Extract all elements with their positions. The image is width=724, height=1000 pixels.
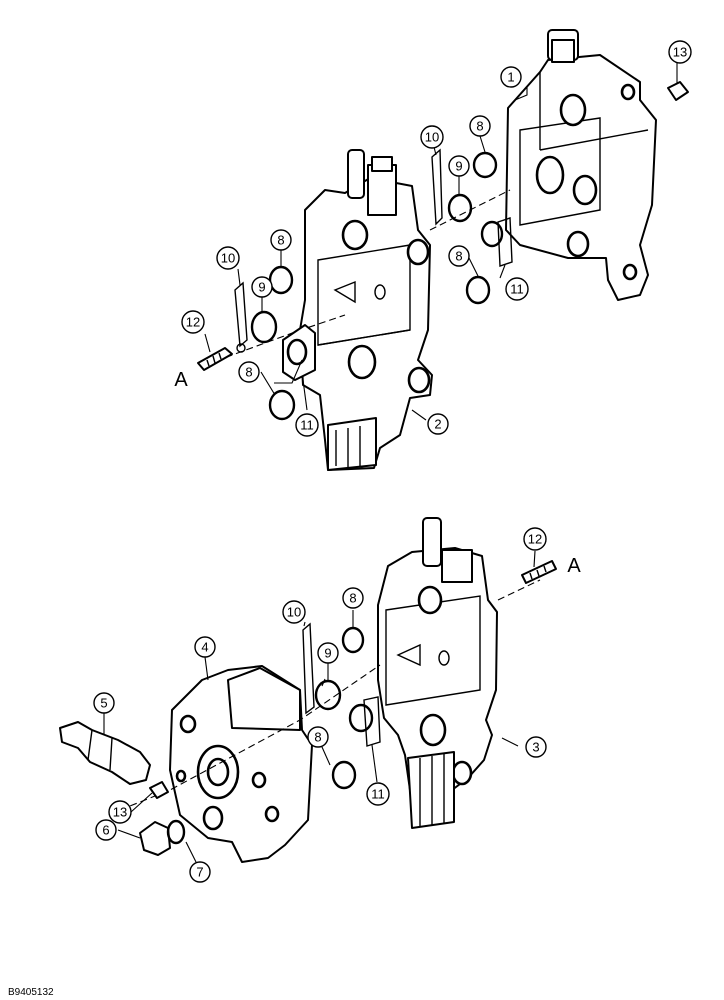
figure-id: B9405132 [8,987,54,998]
reference-letter-a-bottom: A [567,555,581,577]
callout-11-a: 11 [505,277,529,301]
bottom-seals [59,560,557,856]
callout-label: 11 [371,787,385,802]
callout-8-b: 8 [270,229,292,251]
callout-label: 10 [287,605,301,620]
callout-label: 13 [113,805,127,820]
callout-1: 1 [500,66,522,88]
callout-label: 7 [196,865,203,880]
valve-section-part-3 [377,517,498,829]
callout-11-c: 11 [366,782,390,806]
callout-9-b: 9 [251,276,273,298]
callout-label: 8 [314,730,321,745]
callout-label: 4 [201,640,208,655]
callout-10-a: 10 [420,125,444,149]
callout-label: 10 [221,251,235,266]
callout-label: 6 [102,823,109,838]
callout-label: 8 [455,249,462,264]
callout-6: 6 [95,819,117,841]
callout-label: 13 [673,45,687,60]
callout-13-b: 13 [108,800,132,824]
callout-7: 7 [189,861,211,883]
callout-2: 2 [427,413,449,435]
end-cover-part-4 [169,665,313,863]
callout-label: 8 [349,591,356,606]
callout-label: 9 [324,646,331,661]
callout-label: 8 [277,233,284,248]
callout-label: 11 [300,418,314,433]
callout-13-a: 13 [668,40,692,64]
callout-8-a: 8 [469,115,491,137]
callout-3: 3 [525,736,547,758]
callout-12-a: 12 [181,310,205,334]
callout-label: 12 [528,532,542,547]
callout-label: 8 [476,119,483,134]
callout-12-b: 12 [523,527,547,551]
top-seals [197,81,689,421]
valve-section-part-2 [299,149,433,471]
callout-label: 9 [258,280,265,295]
callout-label: 8 [245,365,252,380]
callout-label: 10 [425,130,439,145]
callout-8-e: 8 [342,587,364,609]
callout-label: 1 [507,70,514,85]
callout-9-c: 9 [317,642,339,664]
callout-4: 4 [194,636,216,658]
callout-5: 5 [93,692,115,714]
callout-10-b: 10 [216,246,240,270]
end-housing-part-1 [505,29,657,301]
callout-label: 5 [100,696,107,711]
callout-10-c: 10 [282,600,306,624]
callout-label: 3 [532,740,539,755]
callout-label: 12 [186,315,200,330]
callout-9-a: 9 [448,155,470,177]
callout-8-d: 8 [238,361,260,383]
callout-label: 2 [434,417,441,432]
callout-8-c: 8 [448,245,470,267]
callout-label: 11 [510,282,524,297]
reference-letter-a-top: A [174,369,188,391]
callout-label: 9 [455,159,462,174]
leader-lines [103,63,678,863]
callout-8-f: 8 [307,726,329,748]
callout-11-b: 11 [295,413,319,437]
